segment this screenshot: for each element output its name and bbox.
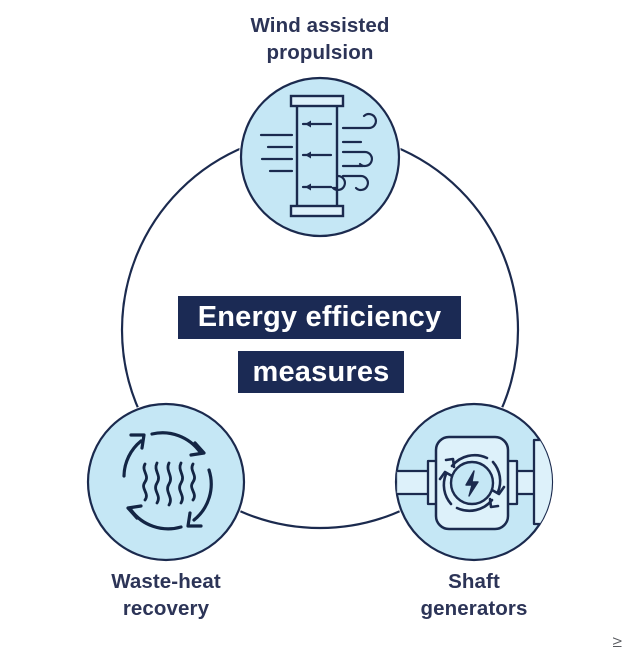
- node-circle-waste: [86, 402, 246, 562]
- node-waste-heat-recovery[interactable]: [86, 402, 246, 562]
- node-circle-wind: [239, 76, 401, 238]
- shaft-generator-icon: [396, 435, 552, 531]
- node-wind-assisted-propulsion[interactable]: [239, 76, 401, 238]
- heat-recycle-icon: [122, 431, 213, 531]
- center-title-line-1: Energy efficiency: [178, 296, 461, 339]
- node-label-shaft-generators: Shaft generators: [420, 570, 528, 621]
- source-credit: Source: DNV: [612, 637, 624, 647]
- rotor-sail-icon: [259, 94, 377, 218]
- node-shaft-generators[interactable]: [394, 402, 554, 562]
- node-label-waste-heat-recovery: Waste-heat recovery: [111, 570, 221, 621]
- center-title-line-2: measures: [238, 351, 404, 393]
- node-label-wind-assisted-propulsion: Wind assisted propulsion: [250, 14, 390, 65]
